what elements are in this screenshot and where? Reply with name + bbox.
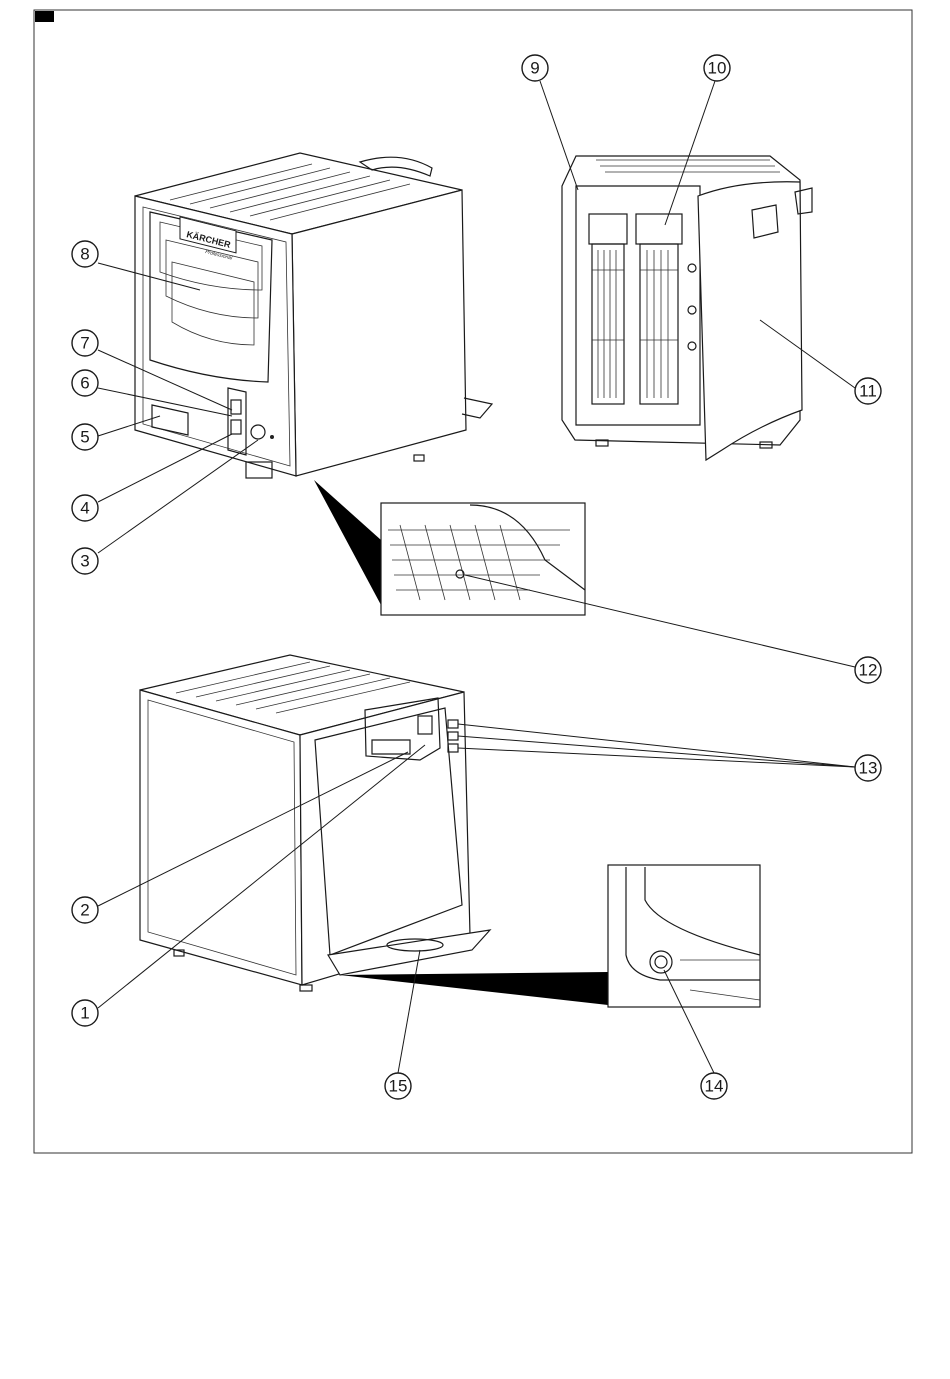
- svg-text:11: 11: [859, 382, 877, 401]
- svg-text:15: 15: [389, 1077, 408, 1096]
- detail-underside: [314, 480, 585, 615]
- callout-13: 13: [855, 755, 881, 781]
- callout-5: 5: [72, 424, 98, 450]
- callout-6: 6: [72, 370, 98, 396]
- rear-view-unit: KÄRCHER Professional: [135, 153, 492, 478]
- svg-text:1: 1: [80, 1004, 89, 1023]
- svg-text:8: 8: [80, 245, 89, 264]
- svg-text:2: 2: [80, 901, 89, 920]
- callout-10: 10: [704, 55, 730, 81]
- front-view-unit: [140, 655, 490, 991]
- open-view-unit: [562, 156, 812, 460]
- callout-2: 2: [72, 897, 98, 923]
- svg-text:12: 12: [859, 661, 878, 680]
- callout-9: 9: [522, 55, 548, 81]
- callout-15: 15: [385, 1073, 411, 1099]
- callout-7: 7: [72, 330, 98, 356]
- callout-4: 4: [72, 495, 98, 521]
- svg-text:7: 7: [80, 334, 89, 353]
- callout-12: 12: [855, 657, 881, 683]
- callout-3: 3: [72, 548, 98, 574]
- svg-text:6: 6: [80, 374, 89, 393]
- callout-8: 8: [72, 241, 98, 267]
- callout-14: 14: [701, 1073, 727, 1099]
- svg-text:5: 5: [80, 428, 89, 447]
- section-marker: [35, 11, 54, 22]
- callout-11: 11: [855, 378, 881, 404]
- svg-text:14: 14: [705, 1077, 724, 1096]
- svg-text:4: 4: [80, 499, 89, 518]
- svg-text:9: 9: [530, 59, 539, 78]
- svg-text:10: 10: [708, 59, 727, 78]
- svg-text:13: 13: [859, 759, 878, 778]
- svg-text:3: 3: [80, 552, 89, 571]
- callout-1: 1: [72, 1000, 98, 1026]
